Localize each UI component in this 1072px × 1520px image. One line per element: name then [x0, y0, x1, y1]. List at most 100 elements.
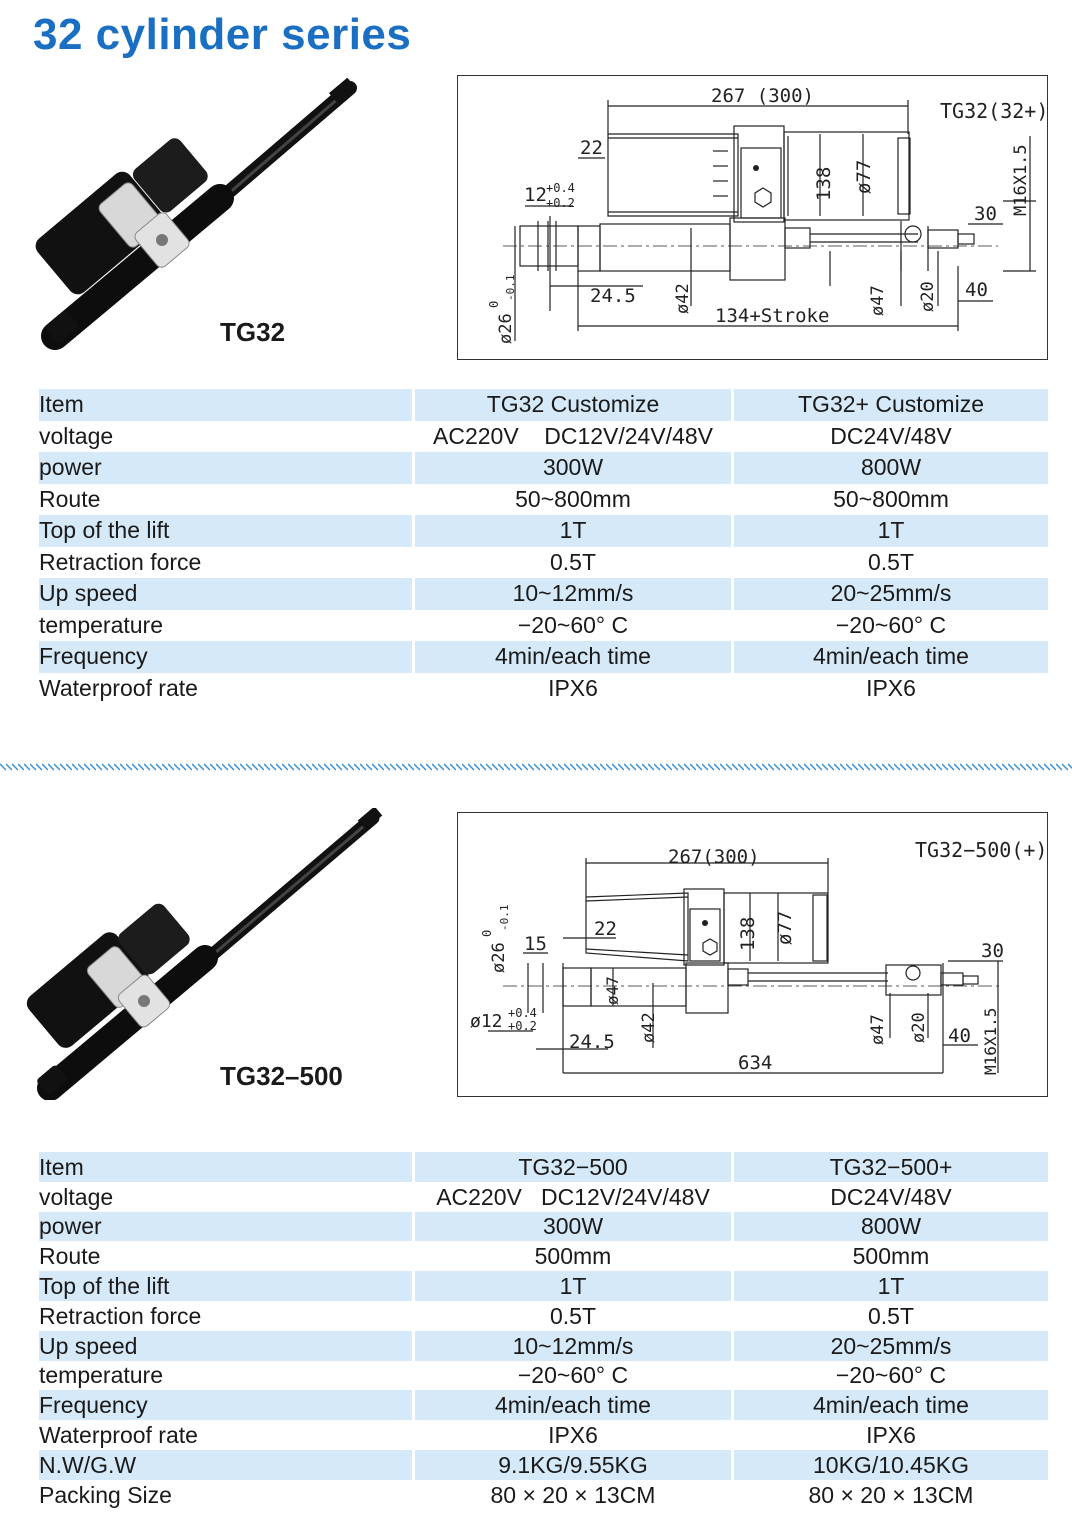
row-value-a: 50~800mm	[515, 485, 631, 512]
row-value-b: 50~800mm	[833, 485, 949, 512]
row-value-b: 4min/each time	[734, 641, 1048, 673]
table-row: Up speed 10~12mm/s 20~25mm/s	[39, 578, 1048, 610]
row-label: Retraction force	[39, 548, 202, 575]
dim-thread: M16X1.5	[981, 1008, 1000, 1075]
drawing-tag: TG32(32+)	[940, 99, 1047, 123]
dim-47: ø47	[868, 1014, 888, 1045]
table-row: temperature −20~60° C −20~60° C	[39, 610, 1048, 642]
dim-77: ø77	[774, 911, 796, 945]
row-label: power	[39, 452, 412, 484]
row-value-b: 20~25mm/s	[734, 578, 1048, 610]
dim-tol-up: +0.4	[546, 181, 575, 195]
row-value-b: −20~60° C	[835, 1362, 947, 1389]
row-value-b: 0.5T	[867, 1302, 915, 1329]
header-model-b: TG32+ Customize	[734, 389, 1048, 421]
row-value-a: IPX6	[548, 1422, 598, 1449]
row-value-a: IPX6	[548, 674, 598, 701]
table-row: Frequency 4min/each time 4min/each time	[39, 641, 1048, 673]
dim-30: 30	[981, 940, 1004, 962]
spec-table-tg32-500: Item TG32−500 TG32−500+ voltage AC220V D…	[36, 1152, 1051, 1510]
row-label: Packing Size	[39, 1481, 172, 1508]
row-value-a: 300W	[415, 452, 731, 484]
row-value-a: 80 × 20 × 13CM	[490, 1481, 656, 1508]
table-row: Retraction force 0.5T 0.5T	[39, 1301, 1048, 1331]
table-row: temperature −20~60° C −20~60° C	[39, 1361, 1048, 1391]
dim-22: 22	[594, 918, 617, 940]
row-value-b: 800W	[734, 452, 1048, 484]
dim-77: ø77	[853, 160, 875, 194]
row-value-b: 20~25mm/s	[734, 1330, 1048, 1361]
dim-tol-low: +0.2	[508, 1019, 537, 1033]
row-value-a: 1T	[415, 1271, 731, 1301]
row-label: Up speed	[39, 1330, 412, 1361]
row-value-b: DC24V/48V	[830, 1183, 952, 1210]
row-label: Top of the lift	[39, 515, 412, 547]
dim-30: 30	[974, 203, 997, 225]
product-image-tg32	[30, 77, 370, 353]
header-item: Item	[39, 1152, 412, 1182]
table-row: voltage AC220V DC12V/24V/48V DC24V/48V	[39, 1182, 1048, 1212]
row-value-a: 4min/each time	[415, 1390, 731, 1421]
table-row: power 300W 800W	[39, 1211, 1048, 1242]
dim-138: 138	[737, 917, 759, 951]
row-value-b: 800W	[734, 1211, 1048, 1242]
row-value-b: IPX6	[866, 674, 916, 701]
row-label: voltage	[39, 422, 114, 449]
drawing-tag: TG32−500(+)	[915, 838, 1047, 862]
table-row: Top of the lift 1T 1T	[39, 515, 1048, 547]
row-label: Top of the lift	[39, 1271, 412, 1301]
header-model-a: TG32 Customize	[415, 389, 731, 421]
row-label: Waterproof rate	[39, 674, 198, 701]
row-value-a: −20~60° C	[517, 1362, 629, 1389]
model-label-tg32: TG32	[220, 317, 286, 347]
dim-47a: ø47	[603, 976, 622, 1005]
row-label: power	[39, 1211, 412, 1242]
dim-26: ø26	[489, 942, 509, 973]
row-value-a: 4min/each time	[415, 641, 731, 673]
dim-22: 22	[580, 137, 603, 159]
dim-24-5: 24.5	[590, 285, 636, 307]
row-label: Up speed	[39, 578, 412, 610]
model-label-tg32-500: TG32–500	[220, 1061, 343, 1091]
table-row: Frequency 4min/each time 4min/each time	[39, 1390, 1048, 1421]
header-item: Item	[39, 389, 412, 421]
row-label: Retraction force	[39, 1302, 202, 1329]
dim-tol-low: +0.2	[546, 196, 575, 210]
row-label: N.W/G.W	[39, 1449, 412, 1480]
row-label: temperature	[39, 1362, 164, 1389]
table-row: Retraction force 0.5T 0.5T	[39, 547, 1048, 579]
row-value-a: 500mm	[534, 1243, 612, 1270]
dim-47: ø47	[868, 285, 888, 316]
table-row: Waterproof rate IPX6 IPX6	[39, 673, 1048, 705]
dim-40: 40	[948, 1025, 971, 1047]
table-row: Top of the lift 1T 1T	[39, 1271, 1048, 1301]
row-value-a: 0.5T	[549, 1302, 597, 1329]
row-value-b: DC24V/48V	[830, 422, 952, 449]
page-title: 32 cylinder series	[33, 10, 412, 59]
row-value-a: −20~60° C	[517, 611, 629, 638]
dim-total: 267 (300)	[711, 85, 814, 107]
row-value-a: 10~12mm/s	[415, 1330, 731, 1361]
row-value-b: 500mm	[852, 1243, 930, 1270]
row-label: temperature	[39, 611, 164, 638]
dim-tol-base: 12	[524, 184, 547, 206]
row-value-b: 1T	[734, 515, 1048, 547]
row-label: Frequency	[39, 641, 412, 673]
row-value-b: 0.5T	[867, 548, 915, 575]
table-header-row: Item TG32 Customize TG32+ Customize	[39, 389, 1048, 421]
row-value-b: 4min/each time	[734, 1390, 1048, 1421]
dim-24-5: 24.5	[569, 1031, 615, 1053]
dim-26-sub: -0.1	[504, 275, 517, 302]
table-row: Route 500mm 500mm	[39, 1241, 1048, 1271]
row-value-a: 10~12mm/s	[415, 578, 731, 610]
technical-drawing-tg32: TG32(32+) 267 (300) 22 12 +0.4 +0.2 138 …	[457, 75, 1048, 360]
dim-20: ø20	[909, 1012, 929, 1043]
dim-15: 15	[524, 933, 547, 955]
header-model-b: TG32−500+	[734, 1152, 1048, 1182]
dim-26-sup: 0	[487, 301, 501, 308]
dim-42: ø42	[639, 1012, 659, 1043]
row-value-a: 1T	[415, 515, 731, 547]
table-row: power 300W 800W	[39, 452, 1048, 484]
dim-42: ø42	[673, 283, 693, 314]
row-label: Waterproof rate	[39, 1422, 198, 1449]
